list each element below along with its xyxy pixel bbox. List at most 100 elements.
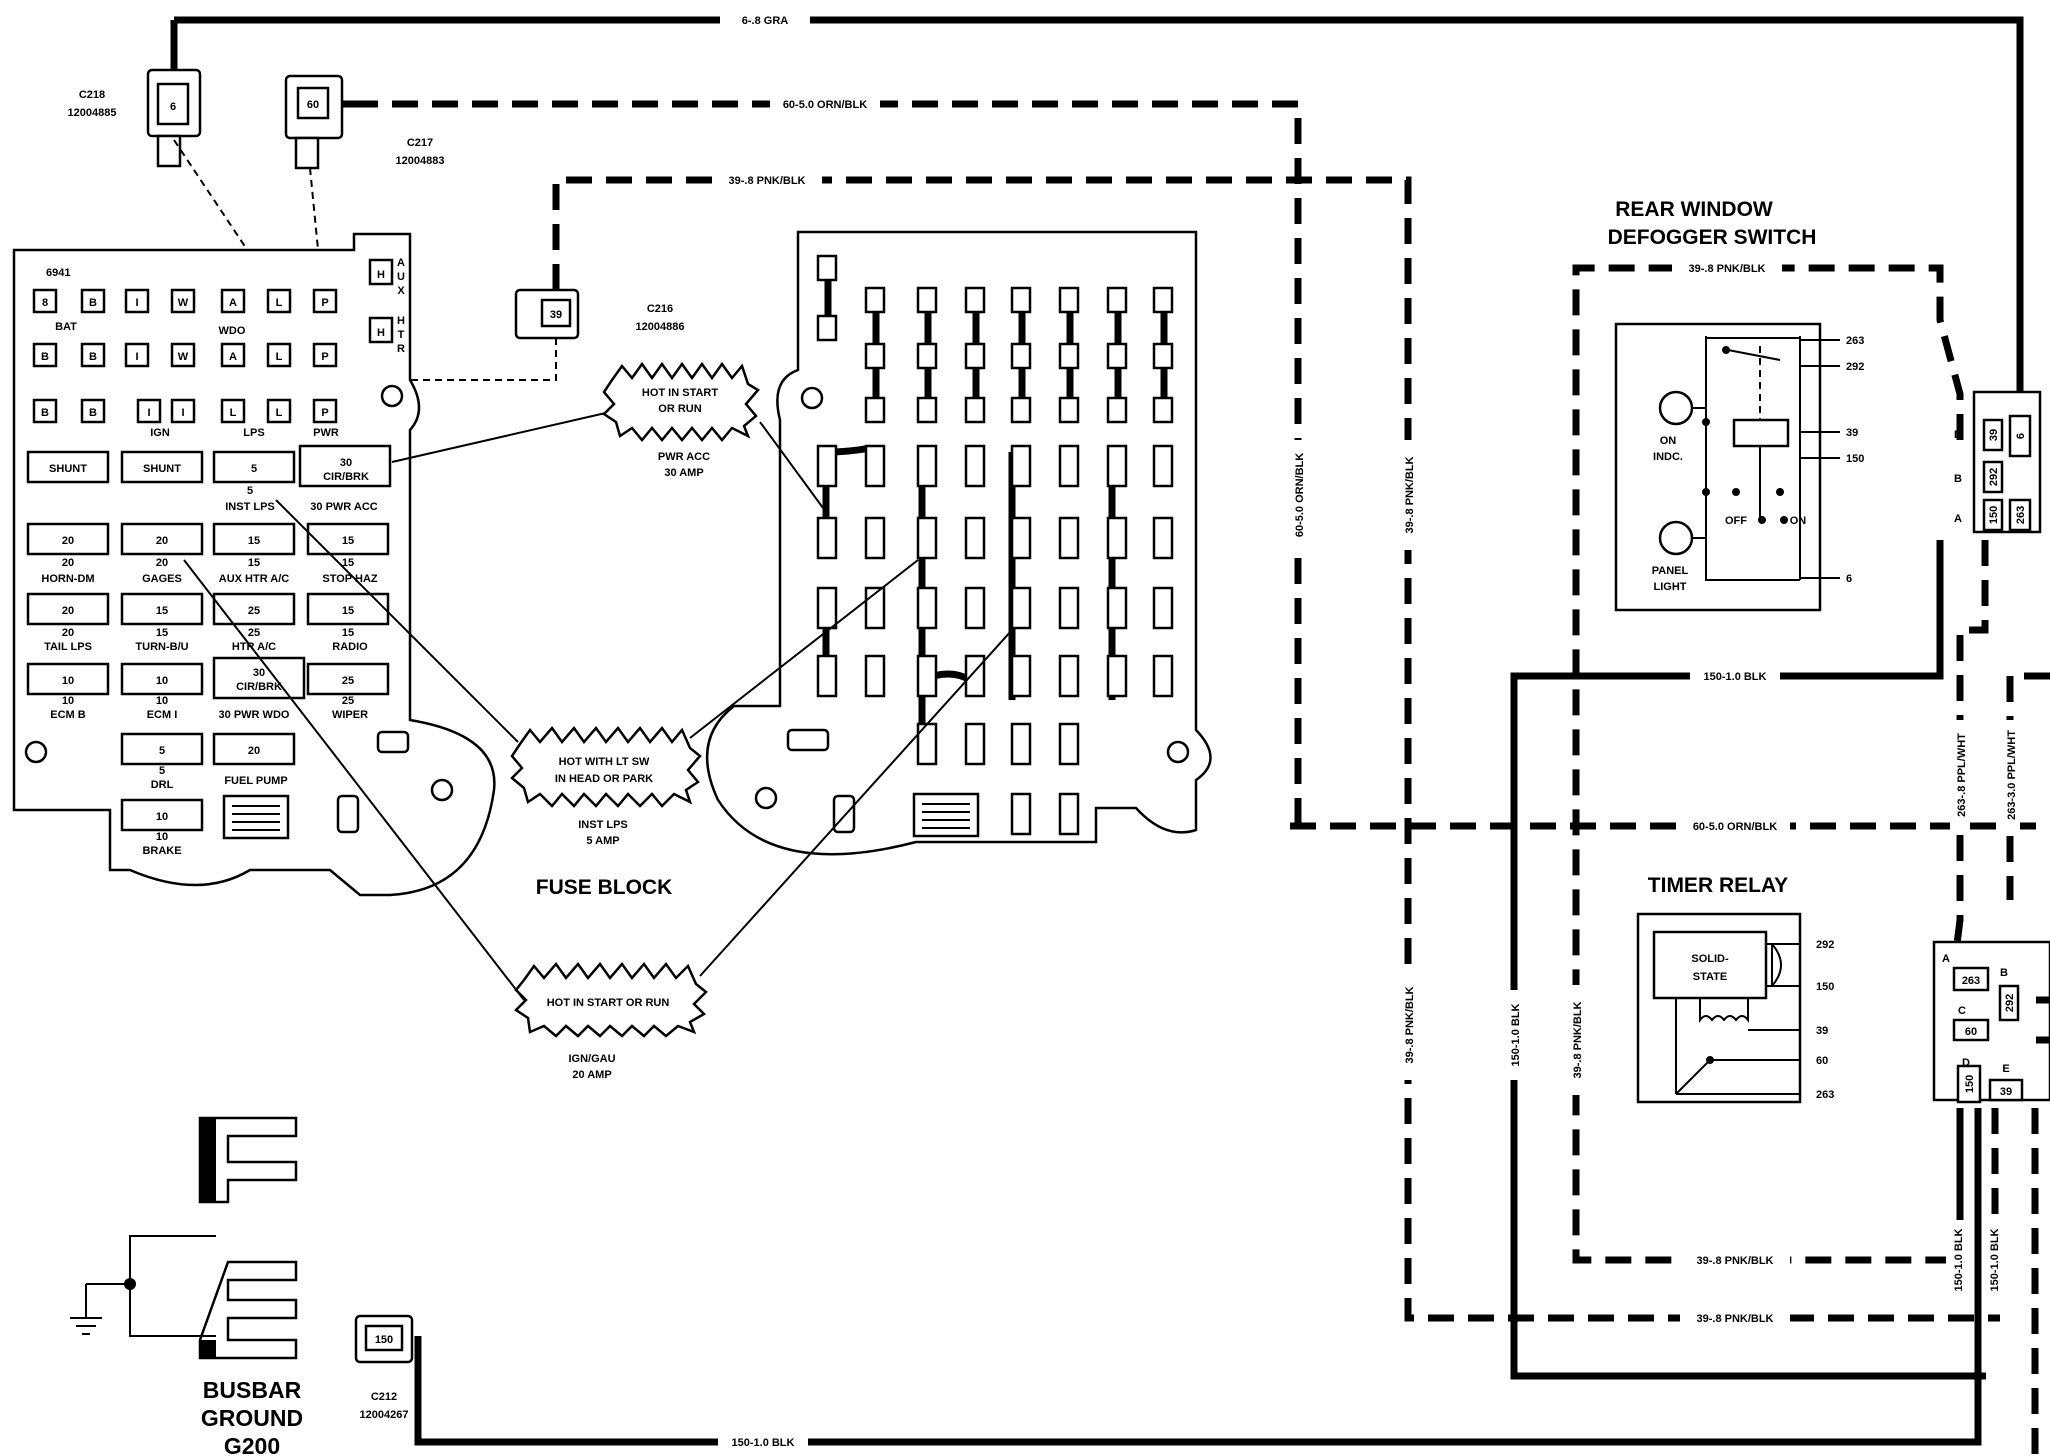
fuse-ecm-i: 10 10 ECM I	[120, 662, 204, 721]
svg-text:10: 10	[156, 831, 168, 843]
svg-text:W: W	[178, 351, 189, 363]
fuse-horn-dm: 20 20 HORN-DM	[26, 522, 110, 585]
svg-text:SHUNT: SHUNT	[49, 463, 87, 475]
svg-text:P: P	[321, 297, 328, 309]
wire-39-pnk-bottom: 39-.8 PNK/BLK	[1680, 1308, 1790, 1328]
connector-c217: 60 C217 12004883	[284, 74, 445, 170]
svg-text:25: 25	[248, 627, 260, 639]
wire-39-pnk-lower-vertical: 39-.8 PNK/BLK	[1398, 970, 1418, 1080]
callout-leaders	[183, 411, 1013, 1001]
fuse-drl: 5 5 DRL	[120, 732, 204, 791]
svg-text:IN HEAD OR PARK: IN HEAD OR PARK	[555, 773, 653, 785]
svg-text:B: B	[89, 297, 97, 309]
connector-part: 12004885	[68, 107, 117, 119]
wire-label: 150-1.0 BLK	[732, 1437, 795, 1449]
wire-label: 150-1.0 BLK	[1989, 1228, 2001, 1291]
svg-text:15: 15	[342, 557, 354, 569]
svg-text:15: 15	[342, 605, 354, 617]
wire-label: 39-.8 PNK/BLK	[1572, 1001, 1584, 1078]
svg-text:39: 39	[2000, 1086, 2012, 1098]
svg-text:8: 8	[42, 297, 48, 309]
svg-text:150: 150	[1816, 981, 1834, 993]
callout-pwr-acc-amp: 30 AMP	[664, 467, 703, 479]
svg-text:E: E	[2002, 1063, 2009, 1075]
svg-text:20: 20	[62, 605, 74, 617]
fuse-block-id: 6941	[46, 267, 70, 279]
wire-60-orn-vertical: 60-5.0 ORN/BLK	[1288, 440, 1308, 550]
svg-text:A: A	[397, 257, 405, 269]
svg-text:WDO: WDO	[219, 325, 246, 337]
svg-text:DRL: DRL	[151, 779, 174, 791]
svg-text:A: A	[1954, 513, 1962, 525]
svg-text:150: 150	[1964, 1075, 1976, 1093]
svg-text:P: P	[321, 351, 328, 363]
fuse-block-terminals	[816, 254, 1174, 836]
svg-text:15: 15	[248, 535, 260, 547]
svg-text:60: 60	[307, 99, 319, 111]
svg-text:30: 30	[253, 667, 265, 679]
svg-text:D: D	[1962, 1057, 1970, 1069]
wire-label: 6-.8 GRA	[742, 15, 789, 27]
svg-text:STATE: STATE	[1693, 971, 1727, 983]
svg-text:B: B	[41, 407, 49, 419]
defogger-title-1: REAR WINDOW	[1615, 198, 1773, 221]
svg-text:263: 263	[2015, 506, 2027, 524]
svg-text:INST LPS: INST LPS	[225, 501, 275, 513]
svg-text:L: L	[230, 407, 237, 419]
svg-text:39: 39	[550, 309, 562, 321]
fuse-cir-brk-wdo: 30 CIR/BRK 30 PWR WDO	[212, 656, 306, 721]
svg-text:15: 15	[156, 605, 168, 617]
svg-text:I: I	[135, 297, 138, 309]
svg-text:ECM I: ECM I	[147, 709, 178, 721]
wire-label: 60-5.0 ORN/BLK	[783, 99, 867, 111]
svg-text:SHUNT: SHUNT	[143, 463, 181, 475]
svg-text:CIR/BRK: CIR/BRK	[236, 681, 282, 693]
wire-39-pnk-defog: 39-.8 PNK/BLK 39-.8 PNK/BLK 39-.8 PNK/BL…	[1566, 258, 1969, 1270]
svg-text:10: 10	[62, 695, 74, 707]
svg-text:60: 60	[1965, 1026, 1977, 1038]
svg-text:15: 15	[342, 627, 354, 639]
svg-text:P: P	[321, 407, 328, 419]
svg-text:25: 25	[342, 695, 354, 707]
svg-text:R: R	[397, 343, 405, 355]
svg-text:15: 15	[342, 535, 354, 547]
wire-39-pnk-top: 39-.8 PNK/BLK	[552, 170, 2000, 1322]
svg-text:B: B	[89, 351, 97, 363]
svg-text:RADIO: RADIO	[332, 641, 368, 653]
wire-label: 39-.8 PNK/BLK	[1696, 1313, 1773, 1325]
svg-text:L: L	[276, 351, 283, 363]
svg-text:W: W	[178, 297, 189, 309]
svg-text:30 PWR WDO: 30 PWR WDO	[219, 709, 290, 721]
svg-text:15: 15	[156, 627, 168, 639]
svg-text:10: 10	[156, 695, 168, 707]
fuse-brake: 10 10 BRAKE	[120, 798, 204, 857]
wire-label: 263-.8 PPL/WHT	[1956, 733, 1968, 817]
svg-text:OR RUN: OR RUN	[658, 403, 701, 415]
svg-text:T: T	[398, 329, 405, 341]
fuse-inst-lps: 5 5 INST LPS	[212, 450, 296, 513]
svg-text:B: B	[89, 407, 97, 419]
svg-text:30 PWR ACC: 30 PWR ACC	[310, 501, 377, 513]
callout-inst-lps: INST LPS	[578, 819, 628, 831]
svg-text:H: H	[377, 269, 385, 281]
svg-text:OFF: OFF	[1725, 515, 1747, 527]
fuse-gages: 20 20 GAGES	[120, 522, 204, 585]
aux-htr-column: H H A U X H T R	[368, 257, 405, 355]
svg-text:ON: ON	[1660, 435, 1677, 447]
connector-part: 12004883	[396, 155, 445, 167]
fuse-shunt-1: SHUNT	[26, 450, 110, 484]
svg-text:150: 150	[1988, 506, 2000, 524]
svg-text:5: 5	[159, 765, 165, 777]
connector-name: C216	[647, 303, 673, 315]
svg-text:A: A	[229, 297, 237, 309]
ground-label-3: G200	[224, 1433, 280, 1456]
terminal-row-3: B B I I L L P IGN LPS PWR	[32, 398, 339, 439]
callout-ign-gau-amp: 20 AMP	[572, 1069, 611, 1081]
fuse-fuel-pump: 20 FUEL PUMP	[212, 732, 296, 840]
fuse-wiper: 25 25 WIPER	[306, 662, 390, 721]
timer-connector: 263 292 60 150 39 A B C D E	[1932, 940, 2050, 1104]
wire-150-blk-lower: 150-1.0 BLK 150-1.0 BLK	[1946, 1108, 2039, 1456]
svg-text:AUX HTR A/C: AUX HTR A/C	[219, 573, 290, 585]
svg-text:BRAKE: BRAKE	[142, 845, 181, 857]
